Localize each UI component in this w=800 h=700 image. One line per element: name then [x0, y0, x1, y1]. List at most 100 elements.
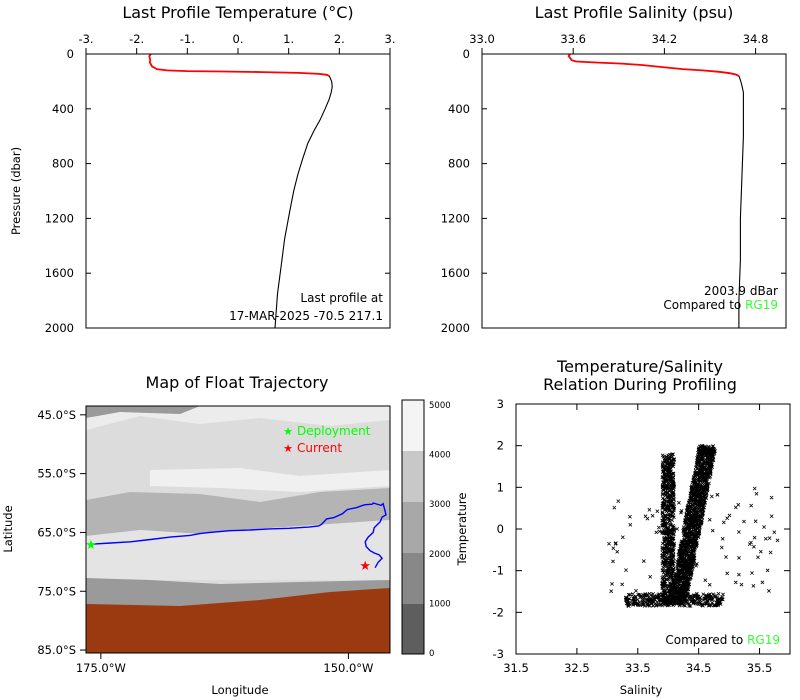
colorbar-band-3: [402, 502, 424, 553]
temperature-profile-panel: Last Profile Temperature (°C) -3. -2. -1. 0…: [9, 3, 395, 335]
map-x-tick-labels: 175.0°W 150.0°W: [76, 653, 373, 675]
colorbar-frame: [401, 399, 425, 655]
x-tick-label: 34.2: [652, 32, 678, 46]
bathymetry-southern-basin: [86, 520, 390, 580]
ts-x-tick-labels: 31.5 32.5 33.5 34.5 35.5: [503, 404, 772, 675]
x-tick-label: -3.: [78, 32, 93, 46]
temperature-series: [148, 53, 333, 329]
bathymetry-ridge-nw: [86, 406, 200, 418]
colorbar-band-2: [402, 553, 424, 604]
ts-x-tick-label: 35.5: [747, 661, 773, 675]
upper-profile-line: [567, 53, 740, 77]
temperature-y-axis-label: Pressure (dbar): [9, 147, 23, 235]
map-y-tick-labels: 45.0°S55.0°S65.0°S75.0°S85.0°S: [37, 408, 86, 657]
x-tick-label: -2.: [129, 32, 144, 46]
ts-scatter-panel: Temperature/Salinity Relation During Pro…: [455, 357, 791, 697]
x-tick-label: 34.8: [743, 32, 769, 46]
map-y-axis-label: Latitude: [1, 505, 15, 552]
y-tick-label: 1200: [441, 211, 470, 225]
ts-x-axis-label: Salinity: [620, 683, 663, 697]
y-tick-label: 1200: [45, 211, 74, 225]
ts-y-tick-label: 0: [497, 522, 504, 536]
legend-current-star-icon: ★: [283, 442, 293, 455]
deep-profile-line: [274, 75, 333, 329]
colorbar-tick-label: 5000: [429, 401, 451, 411]
salinity-compare-text: Compared to: [663, 298, 745, 312]
y-tick-label: 2000: [441, 321, 470, 335]
deployment-star-icon: ★: [85, 538, 97, 553]
ts-scatter-markers: [607, 443, 780, 608]
bathymetry-shelf-slope: [86, 578, 390, 612]
ts-x-tick-label: 31.5: [503, 661, 529, 675]
temperature-annotation-line2: 17-MAR-2025 -70.5 217.1: [229, 309, 383, 323]
ts-y-tick-label: -1: [493, 564, 504, 578]
salinity-series: [567, 53, 744, 328]
map-y-tick-label: 85.0°S: [37, 643, 76, 657]
y-tick-label: 1600: [45, 266, 74, 280]
x-tick-label: 33.6: [560, 32, 586, 46]
bathymetry-deep-band: [150, 468, 390, 492]
upper-profile-line: [148, 53, 330, 77]
ts-title: Temperature/Salinity: [556, 357, 723, 376]
y-tick-label: 400: [52, 102, 74, 116]
x-tick-label: 33.0: [469, 32, 495, 46]
ts-compare-ref: RG19: [747, 633, 780, 647]
ts-compare-text: Compared to: [665, 633, 747, 647]
salinity-annotation-depth: 2003.9 dBar: [704, 284, 778, 298]
y-tick-label: 800: [52, 157, 74, 171]
colorbar-tick-label: 0: [429, 649, 434, 659]
x-tick-label: 3.: [385, 32, 396, 46]
float-trajectory-line: [90, 502, 387, 569]
y-tick-label: 0: [67, 47, 74, 61]
legend-deployment-star-icon: ★: [283, 425, 293, 438]
salinity-plot-frame: [481, 53, 787, 329]
map-x-tick-label: 175.0°W: [76, 661, 126, 675]
current-position-star-icon: ★: [359, 559, 371, 574]
colorbar-band-5: [402, 400, 424, 451]
x-tick-label: -1.: [180, 32, 195, 46]
ts-y-tick-label: 1: [497, 480, 504, 494]
legend-deployment-label: Deployment: [297, 424, 371, 438]
legend-current-label: Current: [297, 441, 342, 455]
map-legend: ★ Deployment ★ Current: [283, 424, 371, 455]
ts-x-tick-label: 32.5: [564, 661, 590, 675]
ts-y-axis-label: Temperature: [455, 493, 469, 567]
map-y-tick-label: 65.0°S: [37, 525, 76, 539]
map-x-tick-label: 150.0°W: [323, 661, 373, 675]
map-background: [86, 406, 390, 653]
map-title: Map of Float Trajectory: [146, 373, 329, 392]
colorbar-band-4: [402, 451, 424, 502]
salinity-x-tick-labels: 33.0 33.6 34.2 34.8: [469, 32, 768, 54]
ts-x-tick-label: 33.5: [625, 661, 651, 675]
bathymetry-ridge-band: [86, 488, 390, 536]
ts-y-tick-label: -2: [493, 605, 504, 619]
antarctic-land: [86, 588, 390, 653]
temperature-title: Last Profile Temperature (°C): [122, 3, 353, 22]
colorbar-tick-label: 2000: [429, 550, 451, 560]
colorbar-tick-label: 1000: [429, 599, 451, 609]
deep-profile-line: [738, 75, 744, 328]
ts-subtitle: Relation During Profiling: [543, 375, 737, 394]
y-tick-label: 400: [448, 102, 470, 116]
salinity-annotation-compare: Compared to RG19: [663, 298, 778, 312]
temperature-annotation-line1: Last profile at: [300, 291, 383, 305]
map-frame: [85, 405, 391, 654]
map-y-tick-label: 45.0°S: [37, 408, 76, 422]
ts-y-tick-label: 2: [497, 439, 504, 453]
ts-scatter-points: [607, 443, 780, 608]
x-tick-label: 0.: [233, 32, 244, 46]
y-tick-label: 1600: [441, 266, 470, 280]
ts-plot-frame: [515, 403, 791, 655]
ts-x-tick-label: 34.5: [686, 661, 712, 675]
temperature-plot-frame: [85, 53, 391, 329]
colorbar-tick-label: 4000: [429, 451, 451, 461]
colorbar-band-1: [402, 604, 424, 654]
x-tick-label: 2.: [334, 32, 345, 46]
map-x-axis-label: Longitude: [211, 683, 268, 697]
ts-y-tick-label: -3: [493, 647, 504, 661]
